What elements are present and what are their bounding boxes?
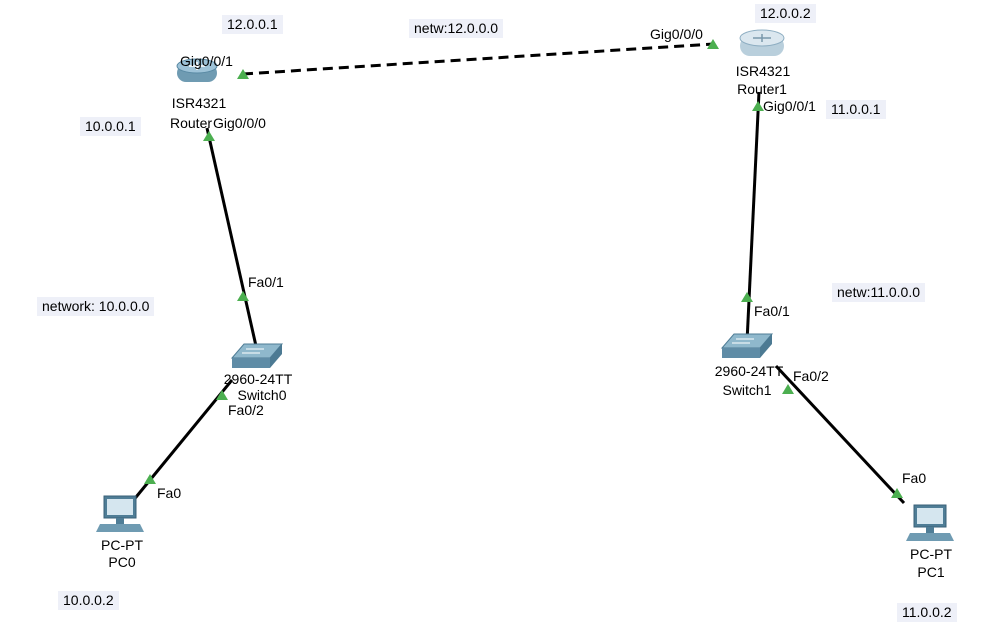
router0-ip-note: 12.0.0.1 — [222, 15, 283, 34]
link-up-marker — [782, 384, 794, 394]
router0-lan-ip-note: 10.0.0.1 — [80, 117, 141, 136]
pc0-icon[interactable] — [96, 495, 144, 532]
pc1-model-label: PC-PT — [910, 546, 952, 562]
router0-model-label: ISR4321 — [171, 95, 227, 111]
switch1-name-label: Switch1 — [722, 382, 772, 398]
link-up-marker — [752, 101, 764, 111]
pc0-name-label: PC0 — [108, 554, 136, 570]
link-up-marker — [237, 69, 249, 79]
pc1-ip-note: 11.0.0.2 — [897, 603, 957, 622]
switch1-model-label: 2960-24TT — [714, 363, 784, 379]
router1-lan-ip-note: 11.0.0.1 — [826, 100, 886, 119]
switch0-icon[interactable] — [230, 343, 284, 368]
link-up-marker — [203, 131, 215, 141]
switch0-model-label: 2960-24TT — [223, 371, 293, 387]
port-label-switch1-fa01: Fa0/1 — [754, 303, 790, 319]
link-up-marker — [891, 488, 903, 498]
router1-name-label: Router1 — [737, 81, 787, 97]
pc1-name-label: PC1 — [917, 564, 945, 580]
link-up-marker — [144, 474, 156, 484]
port-label-switch0-fa01: Fa0/1 — [248, 274, 284, 290]
port-label-router1-gig000: Gig0/0/0 — [650, 26, 703, 42]
router0-icon[interactable] — [176, 58, 218, 82]
port-label-router0-gig001: Gig0/0/1 — [180, 53, 233, 69]
link-switch1-pc1[interactable] — [774, 364, 906, 505]
port-label-router1-gig001: Gig0/0/1 — [763, 98, 816, 114]
network-10-note: network: 10.0.0.0 — [37, 297, 155, 316]
port-label-pc0-fa0: Fa0 — [157, 485, 182, 501]
port-label-switch1-fa02: Fa0/2 — [793, 368, 829, 384]
pc0-model-label: PC-PT — [101, 537, 143, 553]
network-11-note: netw:11.0.0.0 — [832, 283, 926, 302]
switch0-name-label: Switch0 — [237, 387, 287, 403]
link-up-marker — [216, 390, 228, 400]
router1-ip-note: 12.0.0.2 — [755, 4, 816, 23]
network-12-note: netw:12.0.0.0 — [409, 19, 504, 38]
router0-name-label: Router0 — [170, 115, 212, 131]
port-label-pc1-fa0: Fa0 — [902, 470, 927, 486]
link-up-marker — [741, 292, 753, 302]
router1-icon[interactable] — [739, 29, 785, 56]
port-label-router0-gig000: Gig0/0/0 — [213, 115, 266, 131]
router1-model-label: ISR4321 — [735, 63, 791, 79]
link-up-marker — [237, 291, 249, 301]
pc0-ip-note: 10.0.0.2 — [58, 591, 119, 610]
link-router0-switch0[interactable] — [205, 127, 258, 347]
switch1-icon[interactable] — [720, 333, 774, 358]
link-router0-router1[interactable] — [242, 42, 714, 76]
port-label-switch0-fa02: Fa0/2 — [228, 402, 264, 418]
pc1-icon[interactable] — [906, 504, 954, 541]
link-up-marker — [707, 39, 719, 49]
